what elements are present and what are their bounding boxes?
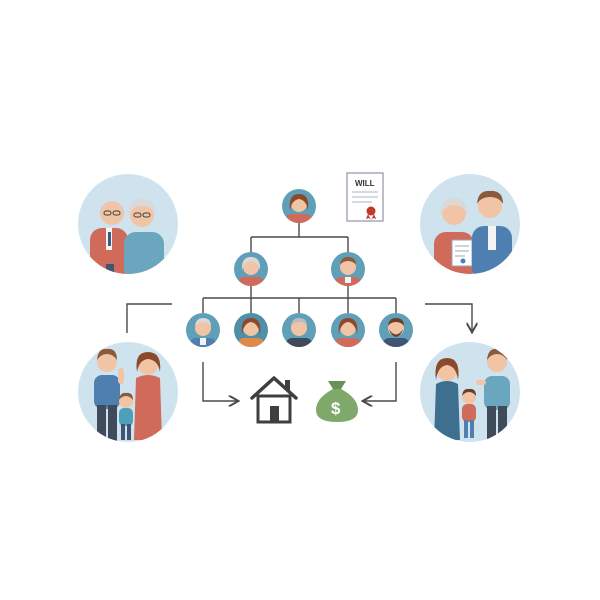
will-document-label: WILL — [355, 179, 375, 188]
avatar-root-woman — [282, 189, 316, 223]
scene-family-waving — [78, 342, 178, 442]
connector-arrow-to-money — [364, 362, 397, 401]
connector-right-arrow — [425, 303, 472, 331]
money-bag-icon: $ — [316, 381, 358, 422]
connector-arrow-to-house — [202, 362, 237, 401]
connector-top-to-level2 — [250, 222, 349, 252]
avatar-level3-elder-man-2 — [282, 313, 316, 347]
house-icon — [250, 376, 298, 424]
scene-family-with-child — [420, 342, 520, 442]
tree-connectors — [126, 222, 472, 401]
avatar-level3-woman — [234, 313, 268, 347]
avatar-level3-woman-2 — [331, 313, 365, 347]
avatar-level2-man — [331, 252, 365, 286]
will-document-icon: WILL — [346, 172, 384, 222]
avatar-level3-bearded-man — [379, 313, 413, 347]
connector-level2-to-level3 — [202, 286, 397, 313]
scene-grandparents-couple — [78, 174, 178, 274]
svg-text:$: $ — [331, 399, 341, 418]
scene-elderly-couple-with-document — [420, 174, 520, 274]
connector-left-bracket — [126, 303, 172, 333]
avatar-level2-grandmother — [234, 252, 268, 286]
avatar-level3-elder-man — [186, 313, 220, 347]
